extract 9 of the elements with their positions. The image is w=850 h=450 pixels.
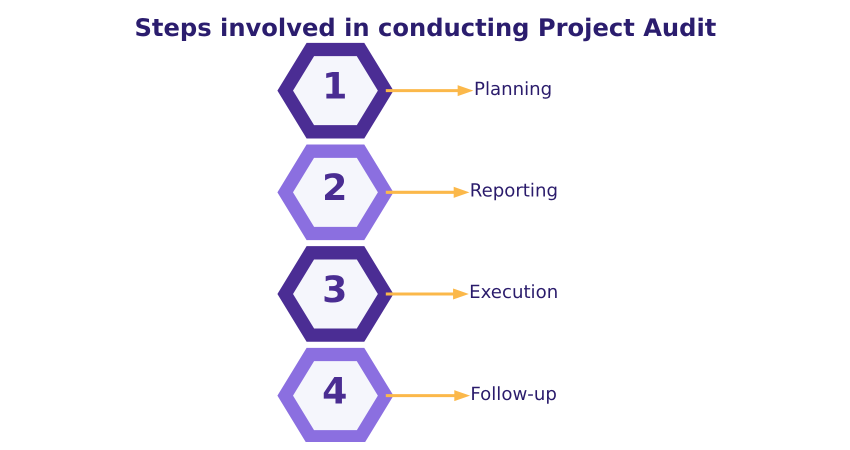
node-text: Planning	[474, 78, 552, 100]
node-text: Execution	[469, 282, 558, 304]
diagram-title: Steps involved in conducting Project Audit	[134, 14, 716, 42]
arrow	[386, 390, 470, 402]
arrow	[386, 85, 474, 96]
node-text: Follow-up	[470, 384, 557, 405]
node-text: Reporting	[470, 180, 558, 202]
arrow	[386, 186, 470, 198]
arrow	[386, 288, 469, 300]
